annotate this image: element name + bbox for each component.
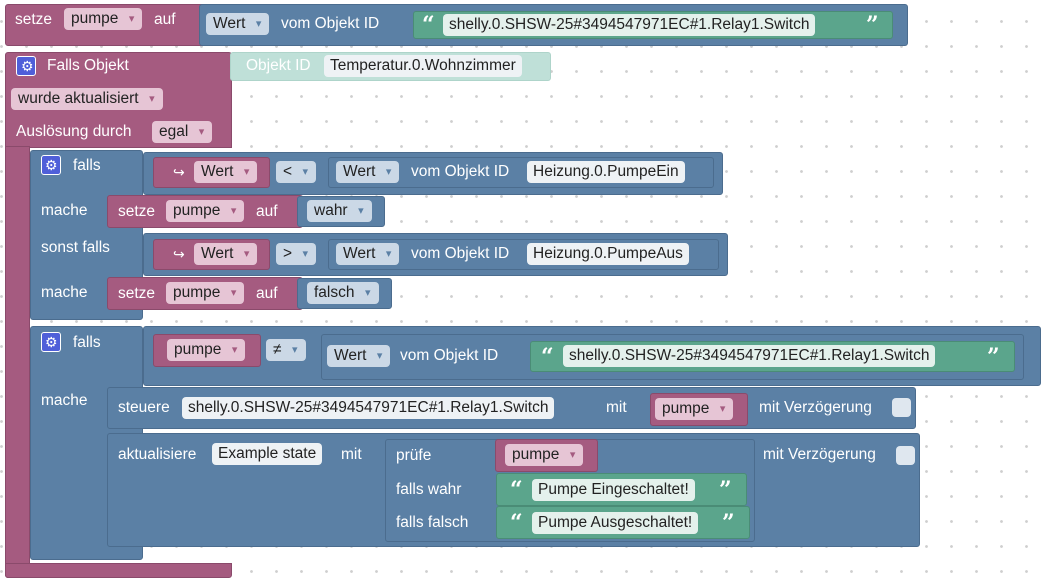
cond3-operator-dropdown[interactable]: ≠ [266, 339, 306, 361]
label-mache-1: mache [41, 202, 88, 219]
quote-close-icon-3: ” [987, 344, 1000, 370]
label-auf: auf [154, 11, 176, 28]
label-falls-1: falls [73, 157, 101, 174]
label-aktualisiere: aktualisiere [118, 446, 197, 463]
quote-open-icon-wahr: “ [510, 477, 523, 503]
label-vom-objekt-id-1: vom Objekt ID [411, 163, 510, 180]
object-id-field[interactable]: shelly.0.SHSW-25#3494547971EC#1.Relay1.S… [443, 14, 816, 36]
quote-open-icon-falsch: “ [510, 510, 523, 536]
text-wahr-field[interactable]: Pumpe Eingeschaltet! [532, 479, 695, 501]
set2-var-dropdown[interactable]: pumpe [166, 282, 245, 304]
trigger-block-bottom [5, 563, 232, 578]
if2-gear-icon[interactable] [41, 332, 61, 352]
ausloesung-dropdown[interactable]: egal [152, 121, 213, 143]
cond2-object-id-field[interactable]: Heizung.0.PumpeAus [527, 243, 689, 265]
variable-dropdown-pumpe[interactable]: pumpe [64, 8, 143, 30]
label-mache-3: mache [41, 392, 88, 409]
quote-open-icon-3: “ [541, 344, 554, 370]
trigger-block-spine [5, 146, 30, 578]
aktualisiere-state-field[interactable]: Example state [212, 443, 323, 465]
if1-gear-glyph: ⚙ [45, 157, 58, 173]
if1-gear-icon[interactable] [41, 155, 61, 175]
cond1-var-dropdown[interactable]: Wert [194, 161, 258, 183]
gear-glyph: ⚙ [21, 58, 34, 74]
set1-value-dropdown[interactable]: wahr [307, 200, 372, 222]
label-vom-objekt-id-2: vom Objekt ID [411, 245, 510, 262]
return-arrow-icon-2: ↪ [173, 246, 185, 262]
quote-close-icon-falsch: ” [722, 510, 735, 536]
cond1-operator-dropdown[interactable]: < [276, 161, 317, 183]
quote-close-icon-wahr: ” [719, 477, 732, 503]
gear-icon[interactable]: gear-icon [16, 56, 36, 76]
cond2-wert-dropdown[interactable]: Wert [336, 243, 400, 265]
label-falls-falsch: falls falsch [396, 514, 469, 531]
label-mit-verzoegerung: mit Verzögerung [759, 399, 872, 416]
label-setze-2: setze [118, 285, 156, 302]
label-ausloesung-durch: Auslösung durch [16, 123, 132, 140]
trigger-condition-dropdown[interactable]: wurde aktualisiert [11, 88, 163, 110]
label-mache-2: mache [41, 284, 88, 301]
steuere-var-dropdown[interactable]: pumpe [655, 398, 734, 420]
label-auf-1: auf [256, 203, 278, 220]
text-falsch-field[interactable]: Pumpe Ausgeschaltet! [532, 512, 699, 534]
label-steuere: steuere [118, 399, 170, 416]
set1-var-dropdown[interactable]: pumpe [166, 200, 245, 222]
label-aktualisiere-verzoegerung: mit Verzögerung [763, 446, 876, 463]
quote-open-icon: “ [422, 12, 435, 38]
quote-close-icon: ” [866, 12, 879, 38]
label-sonst-falls: sonst falls [41, 239, 110, 256]
cond1-object-id-field[interactable]: Heizung.0.PumpeEin [527, 161, 685, 183]
label-pruefe: prüfe [396, 447, 432, 464]
cond1-wert-dropdown[interactable]: Wert [336, 161, 400, 183]
wert-dropdown[interactable]: Wert [206, 13, 270, 35]
cond3-var-dropdown[interactable]: pumpe [167, 339, 246, 361]
label-mit: mit [606, 399, 627, 416]
set2-value-dropdown[interactable]: falsch [307, 282, 379, 304]
cond3-object-id-field[interactable]: shelly.0.SHSW-25#3494547971EC#1.Relay1.S… [563, 345, 936, 367]
label-auf-2: auf [256, 285, 278, 302]
delay-checkbox-2[interactable] [896, 446, 915, 465]
label-falls-2: falls [73, 334, 101, 351]
label-vom-objekt-id-3: vom Objekt ID [400, 347, 499, 364]
cond2-var-dropdown[interactable]: Wert [194, 243, 258, 265]
cond3-wert-dropdown[interactable]: Wert [327, 345, 391, 367]
pruefe-var-dropdown[interactable]: pumpe [505, 444, 584, 466]
label-setze-1: setze [118, 203, 156, 220]
return-arrow-icon: ↪ [173, 164, 185, 180]
label-aktualisiere-mit: mit [341, 446, 362, 463]
delay-checkbox-1[interactable] [892, 398, 911, 417]
cond2-operator-dropdown[interactable]: > [276, 243, 317, 265]
if2-gear-glyph: ⚙ [45, 334, 58, 350]
label-setze: setze [15, 11, 53, 28]
label-falls-objekt: Falls Objekt [47, 57, 129, 74]
steuere-object-id-field[interactable]: shelly.0.SHSW-25#3494547971EC#1.Relay1.S… [182, 397, 555, 419]
label-vom-objekt-id: vom Objekt ID [281, 15, 380, 32]
label-falls-wahr: falls wahr [396, 481, 462, 498]
label-objekt-id: Objekt ID [246, 57, 311, 74]
trigger-object-id-field[interactable]: Temperatur.0.Wohnzimmer [324, 55, 522, 77]
